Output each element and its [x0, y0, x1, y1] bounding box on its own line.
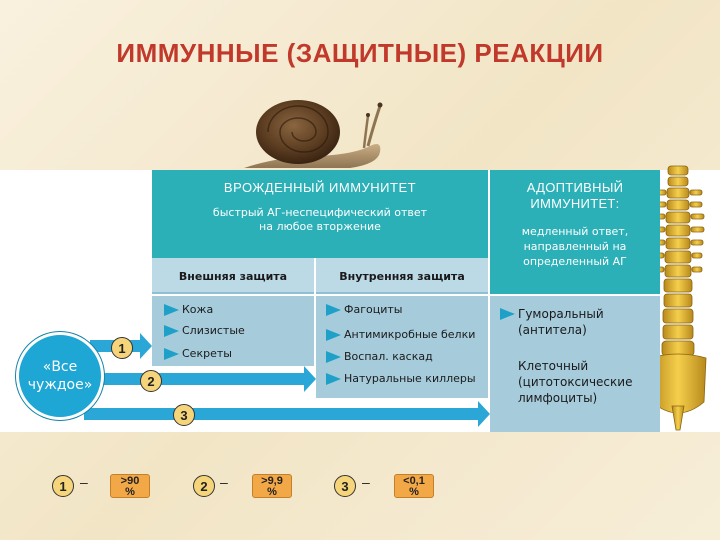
adaptive-desc-line3: определенный АГ — [523, 255, 627, 268]
adaptive-title-line1: АДОПТИВНЫЙ — [526, 180, 624, 195]
arrow-1-head — [140, 333, 152, 359]
legend-percent-1: >90 % — [110, 474, 150, 498]
adaptive-desc-line2: направленный на — [523, 240, 627, 253]
bullet-arrow-icon — [500, 308, 515, 320]
internal-item-label: Натуральные киллеры — [344, 372, 476, 385]
internal-item-label: Фагоциты — [344, 303, 403, 316]
external-defense-header — [152, 258, 314, 294]
external-item-secretions: Секреты — [164, 347, 232, 360]
adaptive-desc-line1: медленный ответ, — [521, 225, 629, 238]
internal-defense-panel — [316, 296, 488, 398]
arrow-number-1: 1 — [111, 337, 133, 359]
legend-dash-3: – — [362, 474, 370, 490]
legend-number-2: 2 — [193, 475, 215, 497]
bullet-arrow-icon — [164, 324, 179, 337]
external-item-label: Секреты — [182, 347, 232, 360]
innate-immunity-header — [152, 170, 488, 258]
adaptive-item-cellular: Клеточный (цитотоксические лимфоциты) — [518, 358, 632, 406]
internal-item-label: Антимикробные белки — [344, 328, 476, 341]
snail-illustration — [244, 100, 383, 168]
foreign-source-circle: «Все чуждое» — [16, 332, 104, 420]
legend-percent-3-line2: % — [409, 486, 419, 498]
cellular-line2: (цитотоксические — [518, 375, 633, 389]
bullet-arrow-icon — [164, 303, 179, 316]
external-item-mucosa: Слизистые — [164, 324, 245, 337]
bullet-arrow-icon — [326, 372, 341, 385]
internal-defense-header — [316, 258, 488, 294]
legend-percent-2: >9,9 % — [252, 474, 292, 498]
external-item-label: Кожа — [182, 303, 214, 316]
legend-dash-1: – — [80, 474, 88, 490]
cellular-line1: Клеточный — [518, 359, 589, 373]
adaptive-immunity-desc: медленный ответ, направленный на определ… — [490, 224, 660, 269]
source-line2: чуждое» — [27, 377, 93, 393]
source-line1: «Все — [42, 359, 78, 375]
humoral-line2: (антитела) — [518, 323, 587, 337]
legend-percent-1-line2: % — [125, 486, 135, 498]
legend-number-1: 1 — [52, 475, 74, 497]
bullet-arrow-icon — [326, 303, 341, 316]
bullet-arrow-icon — [326, 350, 341, 363]
internal-defense-label: Внутренняя защита — [339, 270, 465, 283]
external-defense-panel — [152, 296, 314, 366]
adaptive-immunity-header — [490, 170, 660, 294]
adaptive-immunity-panel — [490, 296, 660, 432]
legend-dash-2: – — [220, 474, 228, 490]
arrow-number-3: 3 — [173, 404, 195, 426]
legend-percent-2-line1: >9,9 — [261, 475, 283, 487]
external-item-skin: Кожа — [164, 303, 213, 316]
legend-number-3: 3 — [334, 475, 356, 497]
legend-percent-2-line2: % — [267, 486, 277, 498]
innate-subtitle-line1: быстрый АГ-неспецифический ответ — [212, 206, 428, 219]
innate-immunity-subtitle: быстрый АГ-неспецифический ответ на любо… — [152, 206, 488, 234]
adaptive-immunity-title: АДОПТИВНЫЙ ИММУНИТЕТ: — [490, 180, 660, 212]
innate-subtitle-line2: на любое вторжение — [259, 220, 381, 233]
arrow-2-head — [304, 366, 316, 392]
bullet-arrow-icon — [164, 347, 179, 360]
legend-percent-3: <0,1 % — [394, 474, 434, 498]
arrow-3-shaft — [84, 408, 478, 420]
arrow-3-head — [478, 401, 490, 427]
internal-item-label: Воспал. каскад — [344, 350, 433, 363]
arrow-number-2: 2 — [140, 370, 162, 392]
external-defense-label: Внешняя защита — [178, 270, 288, 283]
internal-item-inflammation: Воспал. каскад — [326, 350, 433, 363]
legend-percent-3-line1: <0,1 — [403, 475, 425, 487]
adaptive-title-line2: ИММУНИТЕТ: — [530, 196, 620, 211]
arrow-2-shaft — [100, 373, 304, 385]
external-item-label: Слизистые — [182, 324, 245, 337]
innate-immunity-title: ВРОЖДЕННЫЙ ИММУНИТЕТ — [223, 180, 417, 195]
internal-item-antimicrobial: Антимикробные белки — [326, 328, 475, 341]
internal-item-nk-cells: Натуральные киллеры — [326, 372, 476, 385]
adaptive-item-humoral: Гуморальный (антитела) — [500, 306, 604, 338]
legend-percent-1-line1: >90 — [120, 475, 140, 487]
humoral-line1: Гуморальный — [518, 307, 604, 321]
internal-item-phagocytes: Фагоциты — [326, 303, 402, 316]
cellular-line3: лимфоциты) — [518, 391, 598, 405]
bullet-arrow-icon — [326, 328, 341, 341]
page-title: ИММУННЫЕ (ЗАЩИТНЫЕ) РЕАКЦИИ — [116, 38, 604, 68]
